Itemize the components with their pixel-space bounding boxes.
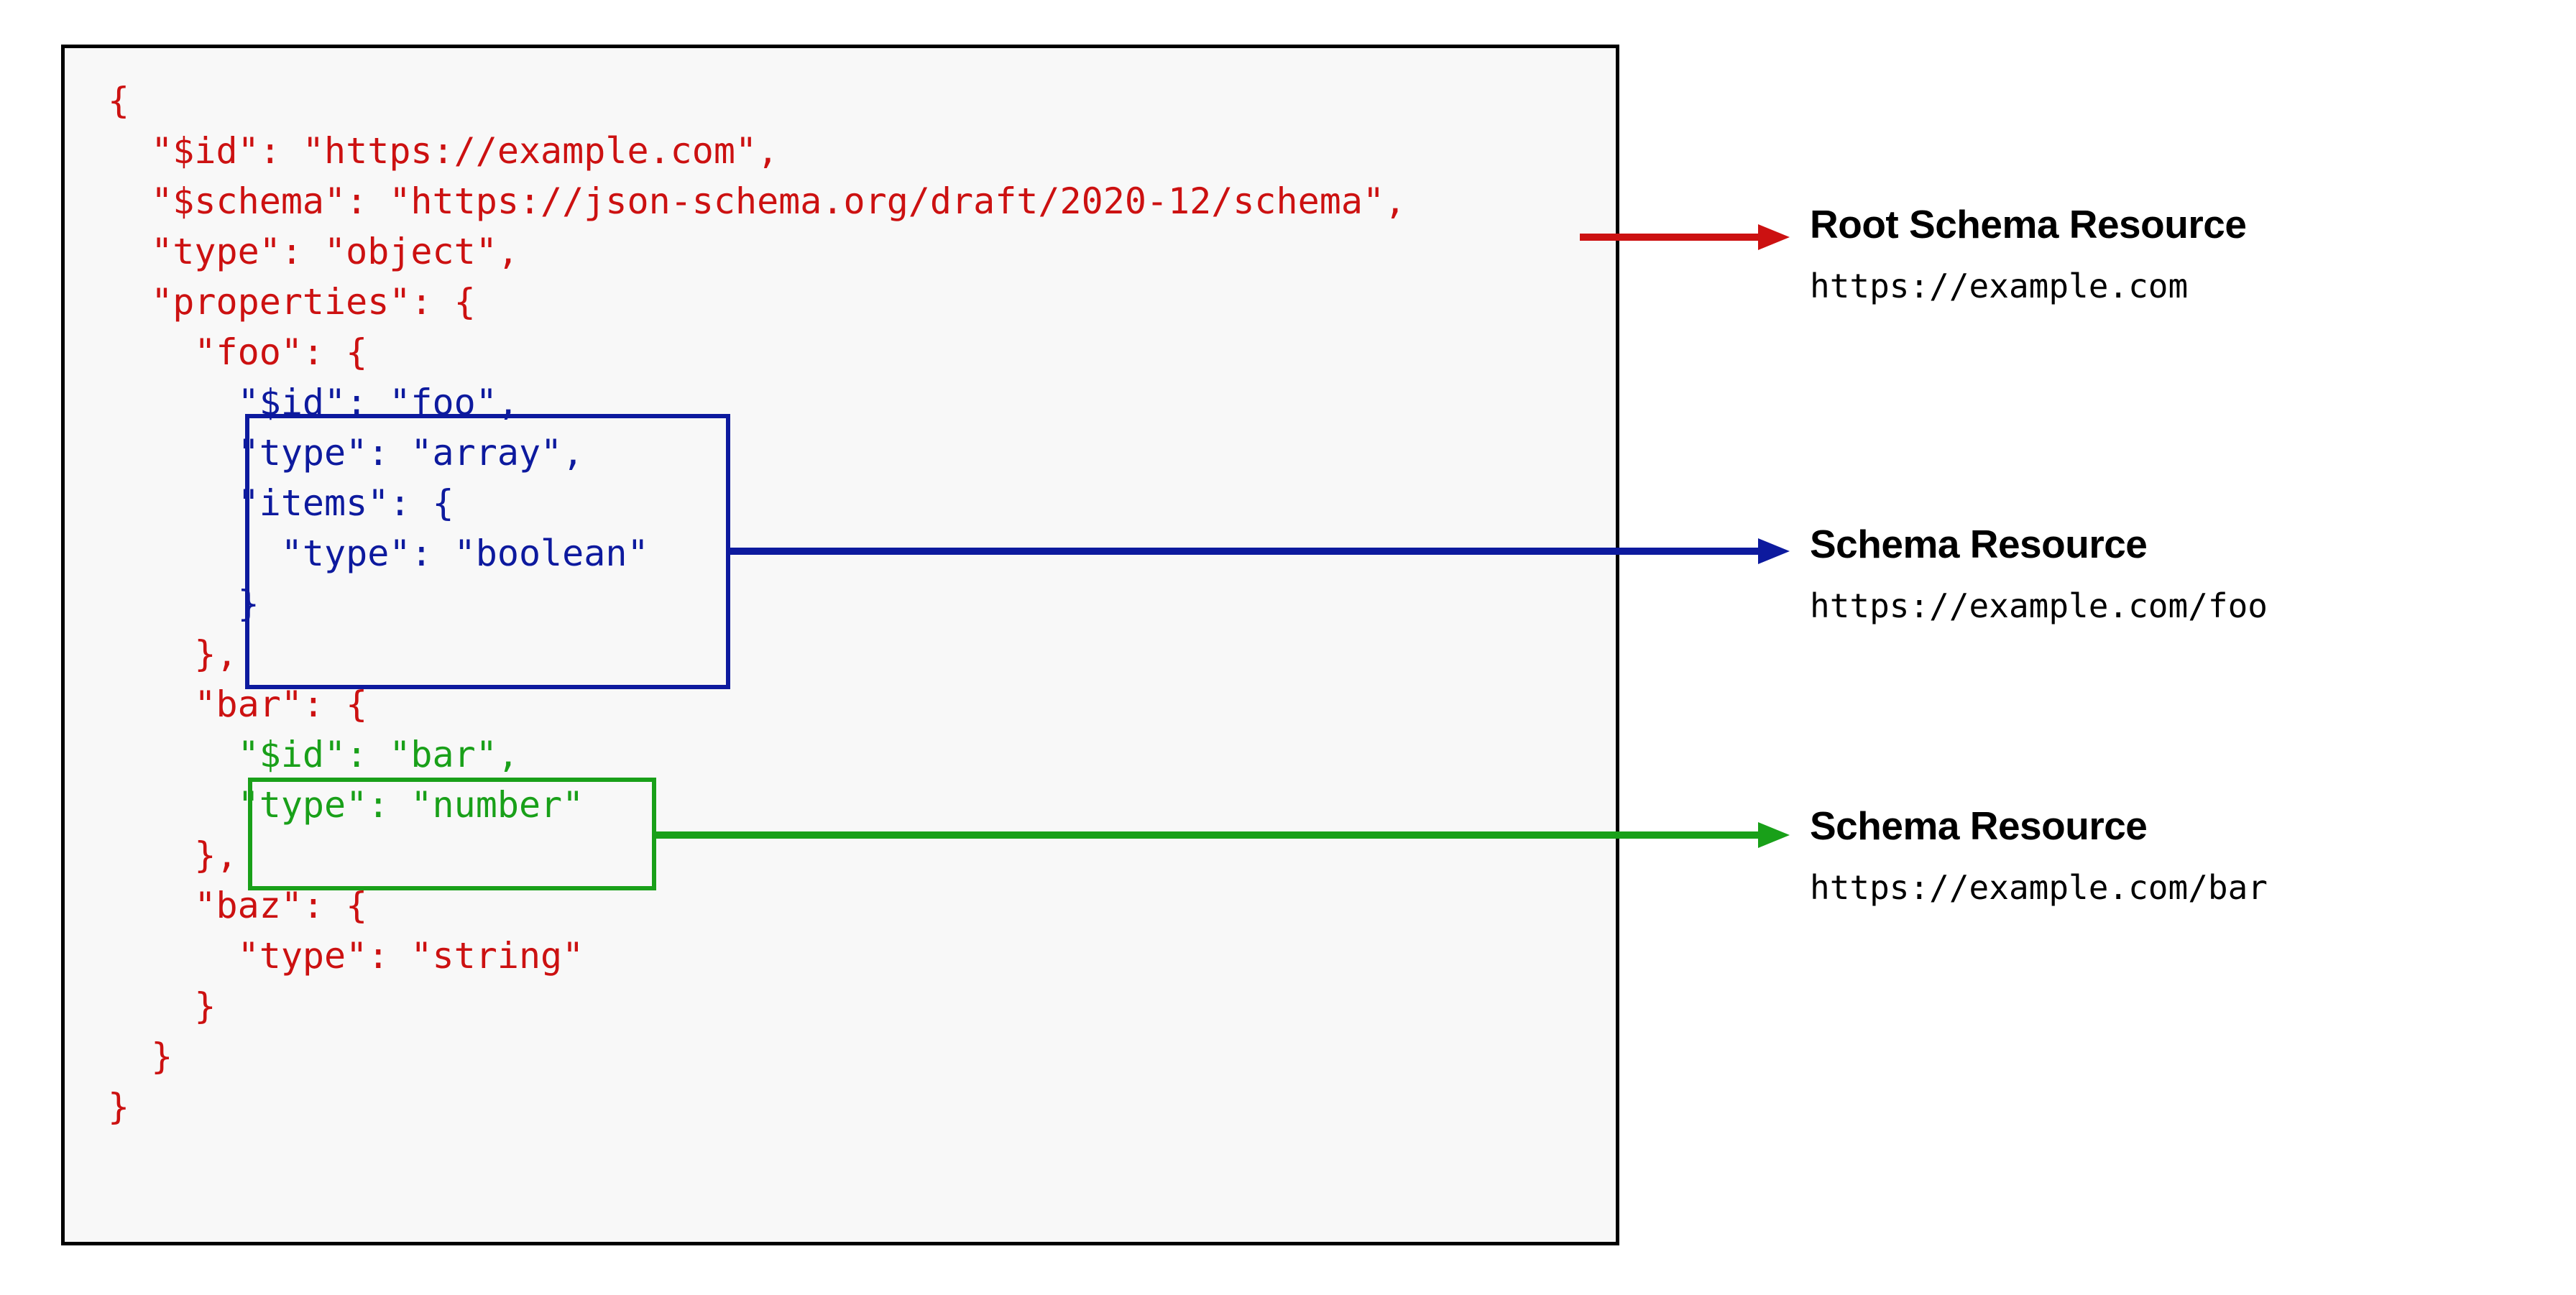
code-line: "items": {: [108, 482, 454, 524]
code-line: "baz": {: [108, 885, 368, 926]
code-line: "$id": "foo",: [108, 382, 519, 423]
callout-url: https://example.com/foo: [1810, 586, 2268, 625]
code-line: "type": "object",: [108, 231, 519, 272]
code-line: "type": "number": [108, 784, 584, 826]
code-panel: { "$id": "https://example.com", "$schema…: [61, 45, 1619, 1245]
code-line: "type": "string": [108, 935, 584, 977]
code-line: "type": "boolean": [108, 533, 649, 574]
code-line: "bar": {: [108, 683, 368, 725]
code-line: }: [108, 985, 216, 1027]
code-line: "properties": {: [108, 281, 476, 323]
code-line: "$schema": "https://json-schema.org/draf…: [108, 180, 1407, 222]
code-line: }: [108, 1036, 173, 1077]
callout-title: Root Schema Resource: [1810, 202, 2247, 246]
callout-title: Schema Resource: [1810, 522, 2148, 566]
callout-url: https://example.com/bar: [1810, 868, 2268, 907]
code-line: "type": "array",: [108, 432, 584, 474]
code-line: },: [108, 834, 238, 876]
callout-foo-schema-resource: Schema Resource https://example.com/foo: [1810, 521, 2268, 626]
code-line: "$id": "bar",: [108, 734, 519, 775]
code-line: {: [108, 80, 130, 121]
callout-root-schema-resource: Root Schema Resource https://example.com: [1810, 201, 2247, 306]
callout-title: Schema Resource: [1810, 803, 2148, 848]
code-line: }: [108, 1086, 130, 1128]
code-line: "$id": "https://example.com",: [108, 130, 779, 172]
callout-bar-schema-resource: Schema Resource https://example.com/bar: [1810, 803, 2268, 908]
code-line: }: [108, 583, 259, 625]
json-code-listing: { "$id": "https://example.com", "$schema…: [108, 75, 1406, 1132]
code-line: },: [108, 633, 238, 675]
callout-url: https://example.com: [1810, 267, 2189, 305]
code-line: "foo": {: [108, 331, 368, 373]
